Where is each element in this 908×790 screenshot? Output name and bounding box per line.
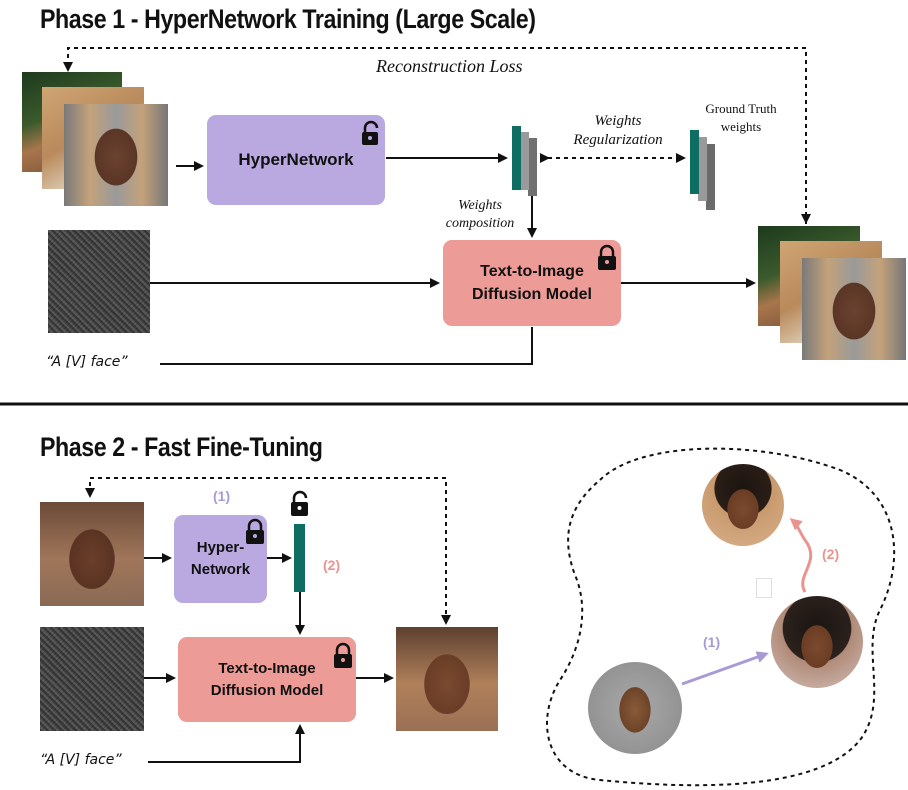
weights-regularization-label: Weights Regularization xyxy=(566,112,670,150)
ground-truth-weights-label: Ground Truth weights xyxy=(703,100,779,136)
phase2-step1-label: (1) xyxy=(213,488,231,504)
hypernetwork-unlock-icon xyxy=(362,120,379,145)
weights-composition-line2: composition xyxy=(445,216,515,231)
diffusion-model-box: Text-to-Image Diffusion Model xyxy=(443,240,621,326)
weights-regularization-line2: Regularization xyxy=(573,132,663,148)
weights-layer-middle xyxy=(520,132,529,190)
phase2-diffusion-line2: Diffusion Model xyxy=(210,681,324,699)
latent-space-boundary xyxy=(546,447,896,787)
space-step1-label: (1) xyxy=(703,634,721,650)
input-face-image-front xyxy=(64,104,168,206)
ground-truth-line1: Ground Truth xyxy=(705,101,777,116)
text-prompt: “A [V] face” xyxy=(46,354,128,370)
phase2-noise-image xyxy=(40,627,144,731)
hypernetwork-box: HyperNetwork xyxy=(207,115,385,205)
diffusion-label-line2: Diffusion Model xyxy=(472,286,592,303)
phase2-hypernetwork-line2: Network xyxy=(190,561,251,578)
ground-truth-line2: weights xyxy=(720,119,762,134)
space-step2-label: (2) xyxy=(822,546,840,562)
phase2-hypernetwork-lock-icon xyxy=(246,518,264,544)
space-step1-arrow xyxy=(681,651,769,686)
gt-weights-layer-back xyxy=(706,144,715,210)
phase2-weight-bar xyxy=(294,524,305,592)
reconstruction-loss-label: Reconstruction Loss xyxy=(376,56,523,76)
space-face-target xyxy=(702,464,784,546)
noise-image xyxy=(48,230,150,333)
hypernetwork-label: HyperNetwork xyxy=(238,149,354,169)
weights-layer-front xyxy=(512,126,521,190)
phase2-weight-unlock-icon xyxy=(291,490,308,516)
space-step2-arrow xyxy=(789,518,813,593)
weights-composition-line1: Weights xyxy=(458,198,502,213)
phase2-text-prompt: “A [V] face” xyxy=(40,752,122,768)
phase2-loss-dashed-line xyxy=(85,477,447,622)
prompt-to-diffusion-line xyxy=(160,327,533,365)
space-face-intermediate xyxy=(771,596,863,688)
phase1-title: Phase 1 - HyperNetwork Training (Large S… xyxy=(40,4,536,34)
phase2-hypernetwork-box: Hyper- Network xyxy=(174,515,267,603)
phase2-hypernetwork-line1: Hyper- xyxy=(196,539,245,557)
phase2-step2-label: (2) xyxy=(323,557,341,573)
weights-regularization-line1: Weights xyxy=(594,113,642,129)
gt-weights-layer-front xyxy=(690,130,699,194)
diffusion-label-line1: Text-to-Image xyxy=(480,262,584,280)
weights-composition-label: Weights composition xyxy=(438,197,522,233)
phase2-diffusion-lock-icon xyxy=(334,642,352,668)
phase2-title: Phase 2 - Fast Fine-Tuning xyxy=(40,432,323,462)
phase2-prompt-to-diffusion-line xyxy=(148,724,305,763)
output-face-image-front xyxy=(802,258,906,360)
weights-layer-back xyxy=(528,138,537,196)
phase2-diffusion-line1: Text-to-Image xyxy=(218,659,316,677)
gt-weights-layer-middle xyxy=(698,137,707,201)
space-placeholder-square xyxy=(756,578,772,598)
diffusion-lock-icon xyxy=(598,244,616,270)
space-face-start xyxy=(588,662,682,754)
phase2-input-face-image xyxy=(40,502,144,606)
phase2-diffusion-model-box: Text-to-Image Diffusion Model xyxy=(178,637,356,722)
phase2-output-face-image xyxy=(396,627,498,731)
